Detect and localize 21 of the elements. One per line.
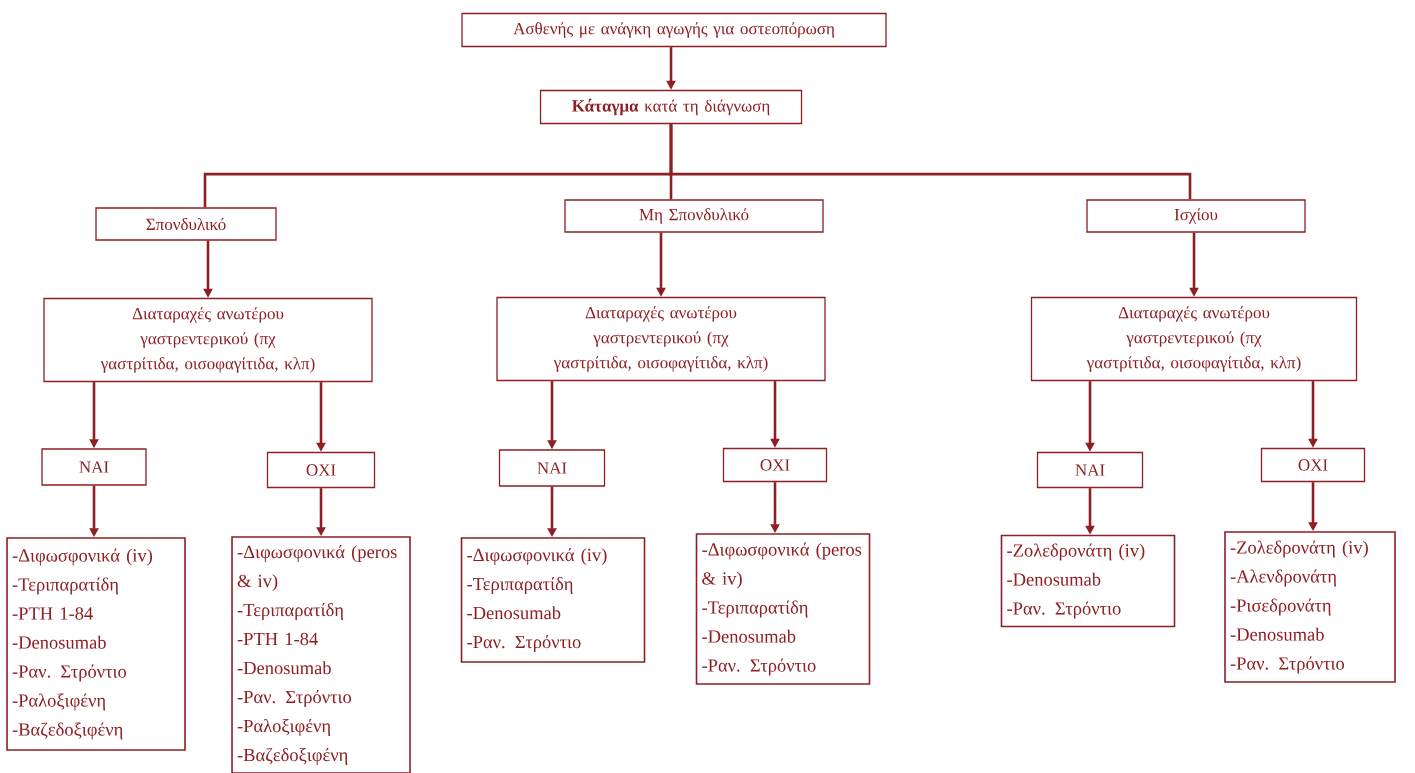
flow-box: Διαταραχές ανωτέρου γαστρεντερικού (πχ γαστρίτιδα, οισοφαγίτιδα, κλπ) xyxy=(43,297,373,383)
treatment-list-box: -Ζολεδρονάτη (iv) -Αλενδρονάτη -Ρισεδρονάτη -Denosumab -Ραν. Στρόντιο xyxy=(1224,531,1396,683)
flow-box: ΝΑΙ xyxy=(1036,451,1144,489)
treatment-list-box: -Διφωσφονικά (peros & iv) -Τεριπαρατίδη -Denosumab -Ραν. Στρόντιο xyxy=(695,533,871,685)
treatment-list-box: -Διφωσφονικά (iv) -Τεριπαρατίδη -PTH 1-84 -Denosumab -Ραν. Στρόντιο -Ραλοξιφένη -Βαζεδοξιφένη xyxy=(6,537,186,751)
flow-box: ΟΧΙ xyxy=(1260,447,1366,483)
flow-box: Μη Σπονδυλικό xyxy=(564,199,824,233)
flow-box: Διαταραχές ανωτέρου γαστρεντερικού (πχ γαστρίτιδα, οισοφαγίτιδα, κλπ) xyxy=(1030,296,1358,382)
flow-box: ΝΑΙ xyxy=(41,448,147,486)
connector-line xyxy=(669,124,1192,200)
treatment-list-box: -Ζολεδρονάτη (iv) -Denosumab -Ραν. Στρόντιο xyxy=(1000,534,1176,628)
flow-box: Ασθενής με ανάγκη αγωγής για οστεοπόρωση xyxy=(461,12,887,48)
flow-box: Κάταγμα κατά τη διάγνωση xyxy=(539,89,803,125)
treatment-list-box: -Διφωσφονικά (iv) -Τεριπαρατίδη -Denosumab -Ραν. Στρόντιο xyxy=(460,537,646,663)
flow-box: Διαταραχές ανωτέρου γαστρεντερικού (πχ γαστρίτιδα, οισοφαγίτιδα, κλπ) xyxy=(496,296,826,382)
flow-box: Ισχίου xyxy=(1086,199,1306,233)
flow-box: ΟΧΙ xyxy=(722,447,828,483)
flow-box: Σπονδυλικό xyxy=(95,207,277,241)
flow-box: ΝΑΙ xyxy=(498,449,606,487)
flow-box: ΟΧΙ xyxy=(266,451,376,489)
treatment-list-box: -Διφωσφονικά (peros & iv) -Τεριπαρατίδη -PTH 1-84 -Denosumab -Ραν. Στρόντιο -Ραλοξιφένη -Βαζεδοξιφένη xyxy=(231,536,411,773)
